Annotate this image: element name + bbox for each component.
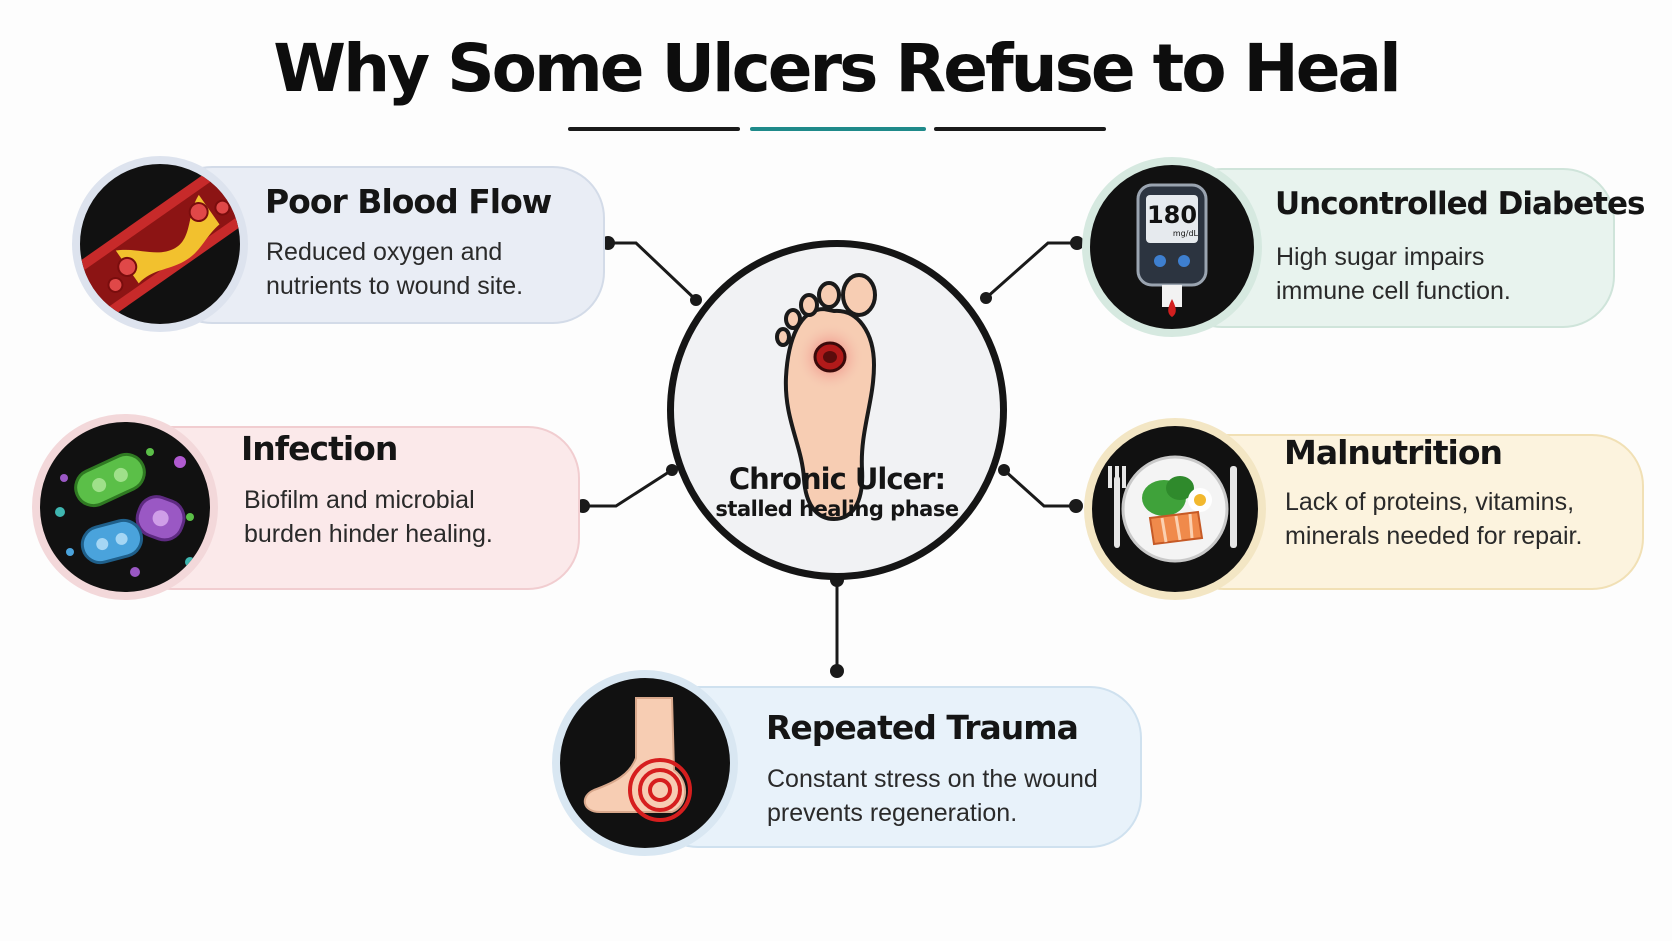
infographic-title: Why Some Ulcers Refuse to Heal [273, 30, 1401, 107]
connector-malnutrition [1002, 468, 1076, 508]
meter-unit: mg/dL [1172, 229, 1198, 238]
title-underline-right [934, 127, 1106, 131]
center-node: Chronic Ulcer: stalled healing phase [667, 240, 1007, 580]
card-title: Malnutrition [1284, 433, 1503, 472]
connector-poor-blood-flow [608, 241, 698, 302]
connector-dot [998, 464, 1010, 476]
connector-dot [1070, 236, 1084, 250]
connector-uncontrolled-diabetes [985, 241, 1077, 300]
blood-vessel-icon [72, 156, 248, 332]
foot-ulcer-icon [775, 273, 877, 522]
connector-dot [1069, 499, 1083, 513]
connector-infection [583, 468, 673, 508]
card-description: High sugar impairs immune cell function. [1276, 243, 1511, 305]
meter-reading: 180 [1146, 201, 1198, 229]
card-description: Reduced oxygen and nutrients to wound si… [266, 238, 524, 300]
center-title: Chronic Ulcer: [728, 462, 946, 496]
connector-dot [830, 664, 844, 678]
connector-dot [690, 294, 702, 306]
card-description: Constant stress on the wound prevents re… [767, 765, 1098, 827]
card-title: Uncontrolled Diabetes [1275, 186, 1645, 222]
title-underline-left [568, 127, 740, 131]
center-subtitle: stalled healing phase [715, 497, 959, 521]
card-description: Lack of proteins, vitamins, minerals nee… [1285, 488, 1583, 550]
card-title: Repeated Trauma [766, 708, 1079, 747]
card-title: Infection [241, 429, 398, 468]
connector-dot [666, 464, 678, 476]
card-title: Poor Blood Flow [265, 182, 552, 221]
bacteria-icon [32, 414, 218, 600]
meal-plate-icon [1084, 418, 1266, 600]
title-underline-accent [750, 127, 926, 131]
foot-pressure-icon [552, 670, 738, 856]
connector-dot [980, 292, 992, 304]
card-description: Biofilm and microbial burden hinder heal… [244, 486, 493, 548]
glucose-meter-icon: 180 mg/dL [1082, 157, 1262, 337]
